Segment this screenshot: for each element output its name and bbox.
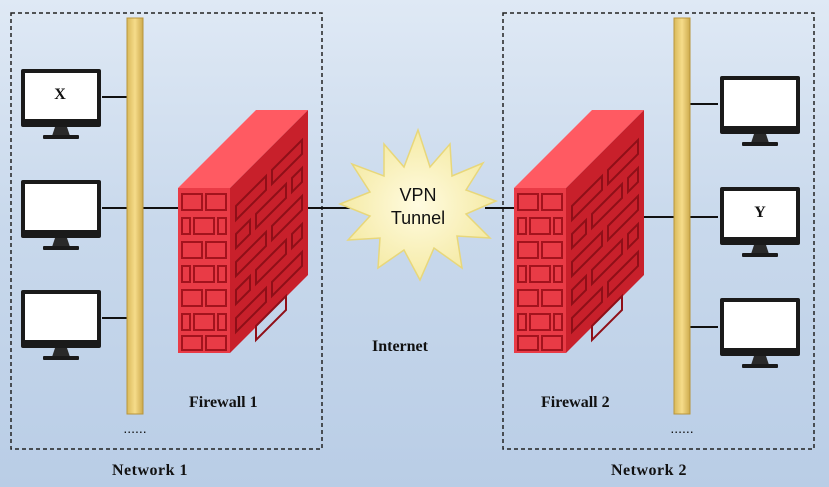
firewall-1-icon xyxy=(177,109,309,354)
computer-y-label: Y xyxy=(754,204,766,221)
computer-icon xyxy=(21,290,101,360)
computer-y-icon xyxy=(720,187,800,257)
network-2-boundary xyxy=(502,12,815,450)
network-1-bus xyxy=(126,17,144,415)
firewall-2-icon xyxy=(513,109,645,354)
network-1-boundary xyxy=(10,12,323,450)
computer-icon xyxy=(720,298,800,368)
computer-x-label: X xyxy=(54,86,66,103)
computer-icon xyxy=(720,76,800,146)
network-1-label: Network 1 xyxy=(112,462,189,479)
vpn-label-line1: VPN xyxy=(399,185,437,205)
computer-icon xyxy=(21,180,101,250)
connection-lines xyxy=(102,96,718,328)
vpn-tunnel-label: VPN Tunnel xyxy=(368,184,468,230)
network-2-bus-continuation: ...... xyxy=(670,420,693,436)
vpn-tunnel-burst xyxy=(337,127,499,282)
internet-label: Internet xyxy=(372,338,428,355)
firewall-2-label: Firewall 2 xyxy=(541,394,610,411)
firewall-1-label: Firewall 1 xyxy=(189,394,258,411)
network-2-bus xyxy=(673,17,691,415)
network-1-bus-continuation: ...... xyxy=(123,420,146,436)
vpn-label-line2: Tunnel xyxy=(390,208,446,228)
computer-x-icon xyxy=(21,69,101,139)
network-2-label: Network 2 xyxy=(611,462,688,479)
